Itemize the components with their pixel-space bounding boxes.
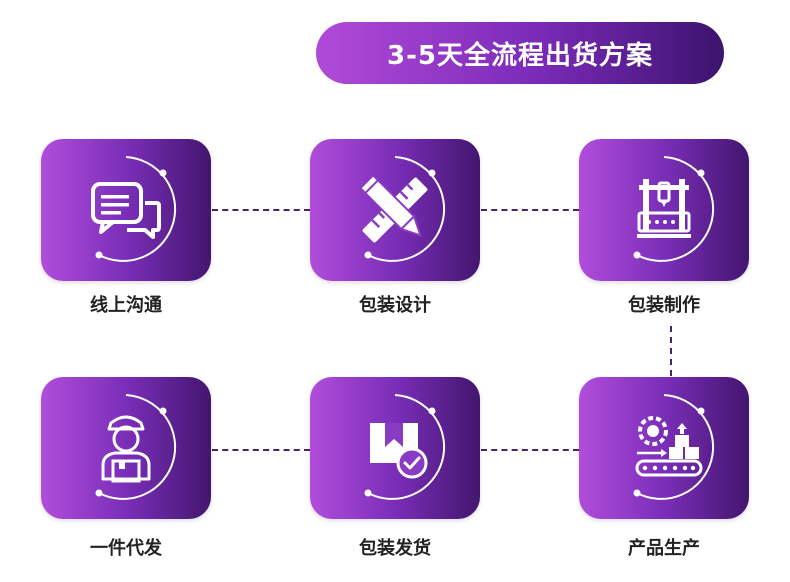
connector-5-6 [481,449,579,451]
connector-4-5 [212,449,310,451]
chat-bubbles-icon [91,156,177,262]
step-label: 线上沟通 [90,295,162,316]
step-card-dropshipping [41,377,211,519]
step-card-packaging-production [579,139,749,281]
step-label: 产品生产 [628,538,700,559]
courier-icon [95,394,177,500]
step-label: 包装制作 [628,295,700,316]
connector-2-3 [481,209,579,211]
step-card-packaging-shipping [310,377,480,519]
step-card-product-manufacturing [579,377,749,519]
step-label: 一件代发 [90,538,162,559]
connector-3-6 [670,326,672,376]
step-card-online-communication [41,139,211,281]
step-label: 包装发货 [359,538,431,559]
step-label: 包装设计 [359,295,431,316]
box-check-icon [364,394,446,500]
page-title: 3-5天全流程出货方案 [316,22,724,84]
printing-machine-icon [633,156,715,262]
production-line-icon [633,394,715,500]
connector-1-2 [212,209,310,211]
step-card-packaging-design [310,139,480,281]
ruler-pencil-icon [358,156,446,262]
